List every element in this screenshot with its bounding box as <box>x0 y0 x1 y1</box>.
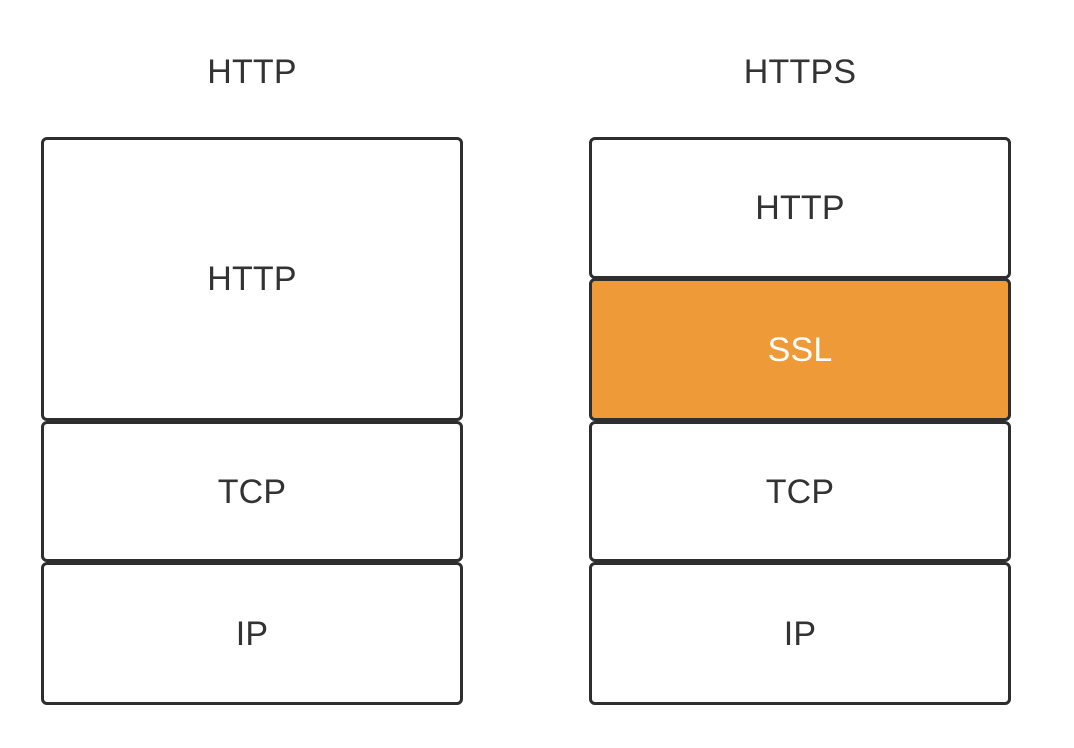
layer-box-http-right[interactable]: HTTP <box>589 137 1011 279</box>
layer-box-ip-left[interactable]: IP <box>41 562 463 705</box>
layer-label-tcp-right: TCP <box>765 472 835 511</box>
layer-label-ssl: SSL <box>767 330 833 369</box>
stack-https: HTTP SSL TCP IP <box>589 137 1011 705</box>
layer-label-ip-right: IP <box>783 614 817 653</box>
layer-box-tcp-left[interactable]: TCP <box>41 421 463 562</box>
column-https: HTTPS HTTP SSL TCP IP <box>589 0 1011 748</box>
column-http: HTTP HTTP TCP IP <box>41 0 463 748</box>
column-header-http: HTTP <box>207 53 297 91</box>
stack-http: HTTP TCP IP <box>41 137 463 705</box>
layer-label-tcp-left: TCP <box>217 472 287 511</box>
layer-label-ip-left: IP <box>235 614 269 653</box>
layer-box-tcp-right[interactable]: TCP <box>589 421 1011 562</box>
layer-box-ip-right[interactable]: IP <box>589 562 1011 705</box>
layer-box-ssl[interactable]: SSL <box>589 278 1011 421</box>
layer-box-http-left[interactable]: HTTP <box>41 137 463 421</box>
column-header-https: HTTPS <box>743 53 857 91</box>
layer-label-http-left: HTTP <box>207 260 297 298</box>
layer-label-http-right: HTTP <box>755 189 845 227</box>
